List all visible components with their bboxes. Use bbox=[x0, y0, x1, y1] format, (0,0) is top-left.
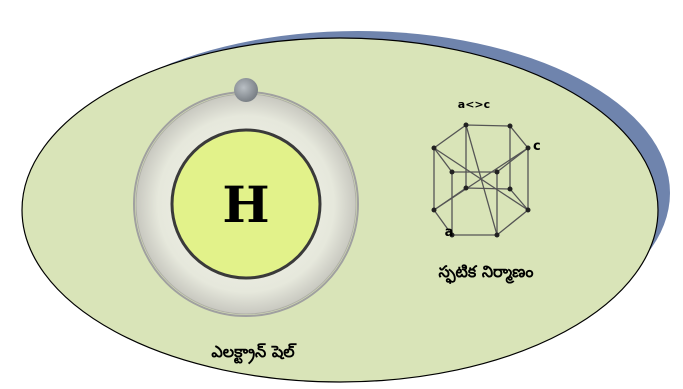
crystal-label: స్ఫటిక నిర్మాణం bbox=[439, 262, 534, 284]
electron bbox=[234, 78, 258, 102]
lattice-label-top: a<>c bbox=[458, 98, 490, 111]
lattice-atoms bbox=[431, 122, 531, 238]
shell-label: ఎలక్ట్రాన్ షెల్ bbox=[211, 342, 297, 365]
lattice-label-bottom: a bbox=[445, 225, 454, 240]
lattice-label-right: c bbox=[533, 139, 541, 154]
nucleus bbox=[170, 128, 322, 280]
element-symbol: H bbox=[222, 175, 269, 234]
